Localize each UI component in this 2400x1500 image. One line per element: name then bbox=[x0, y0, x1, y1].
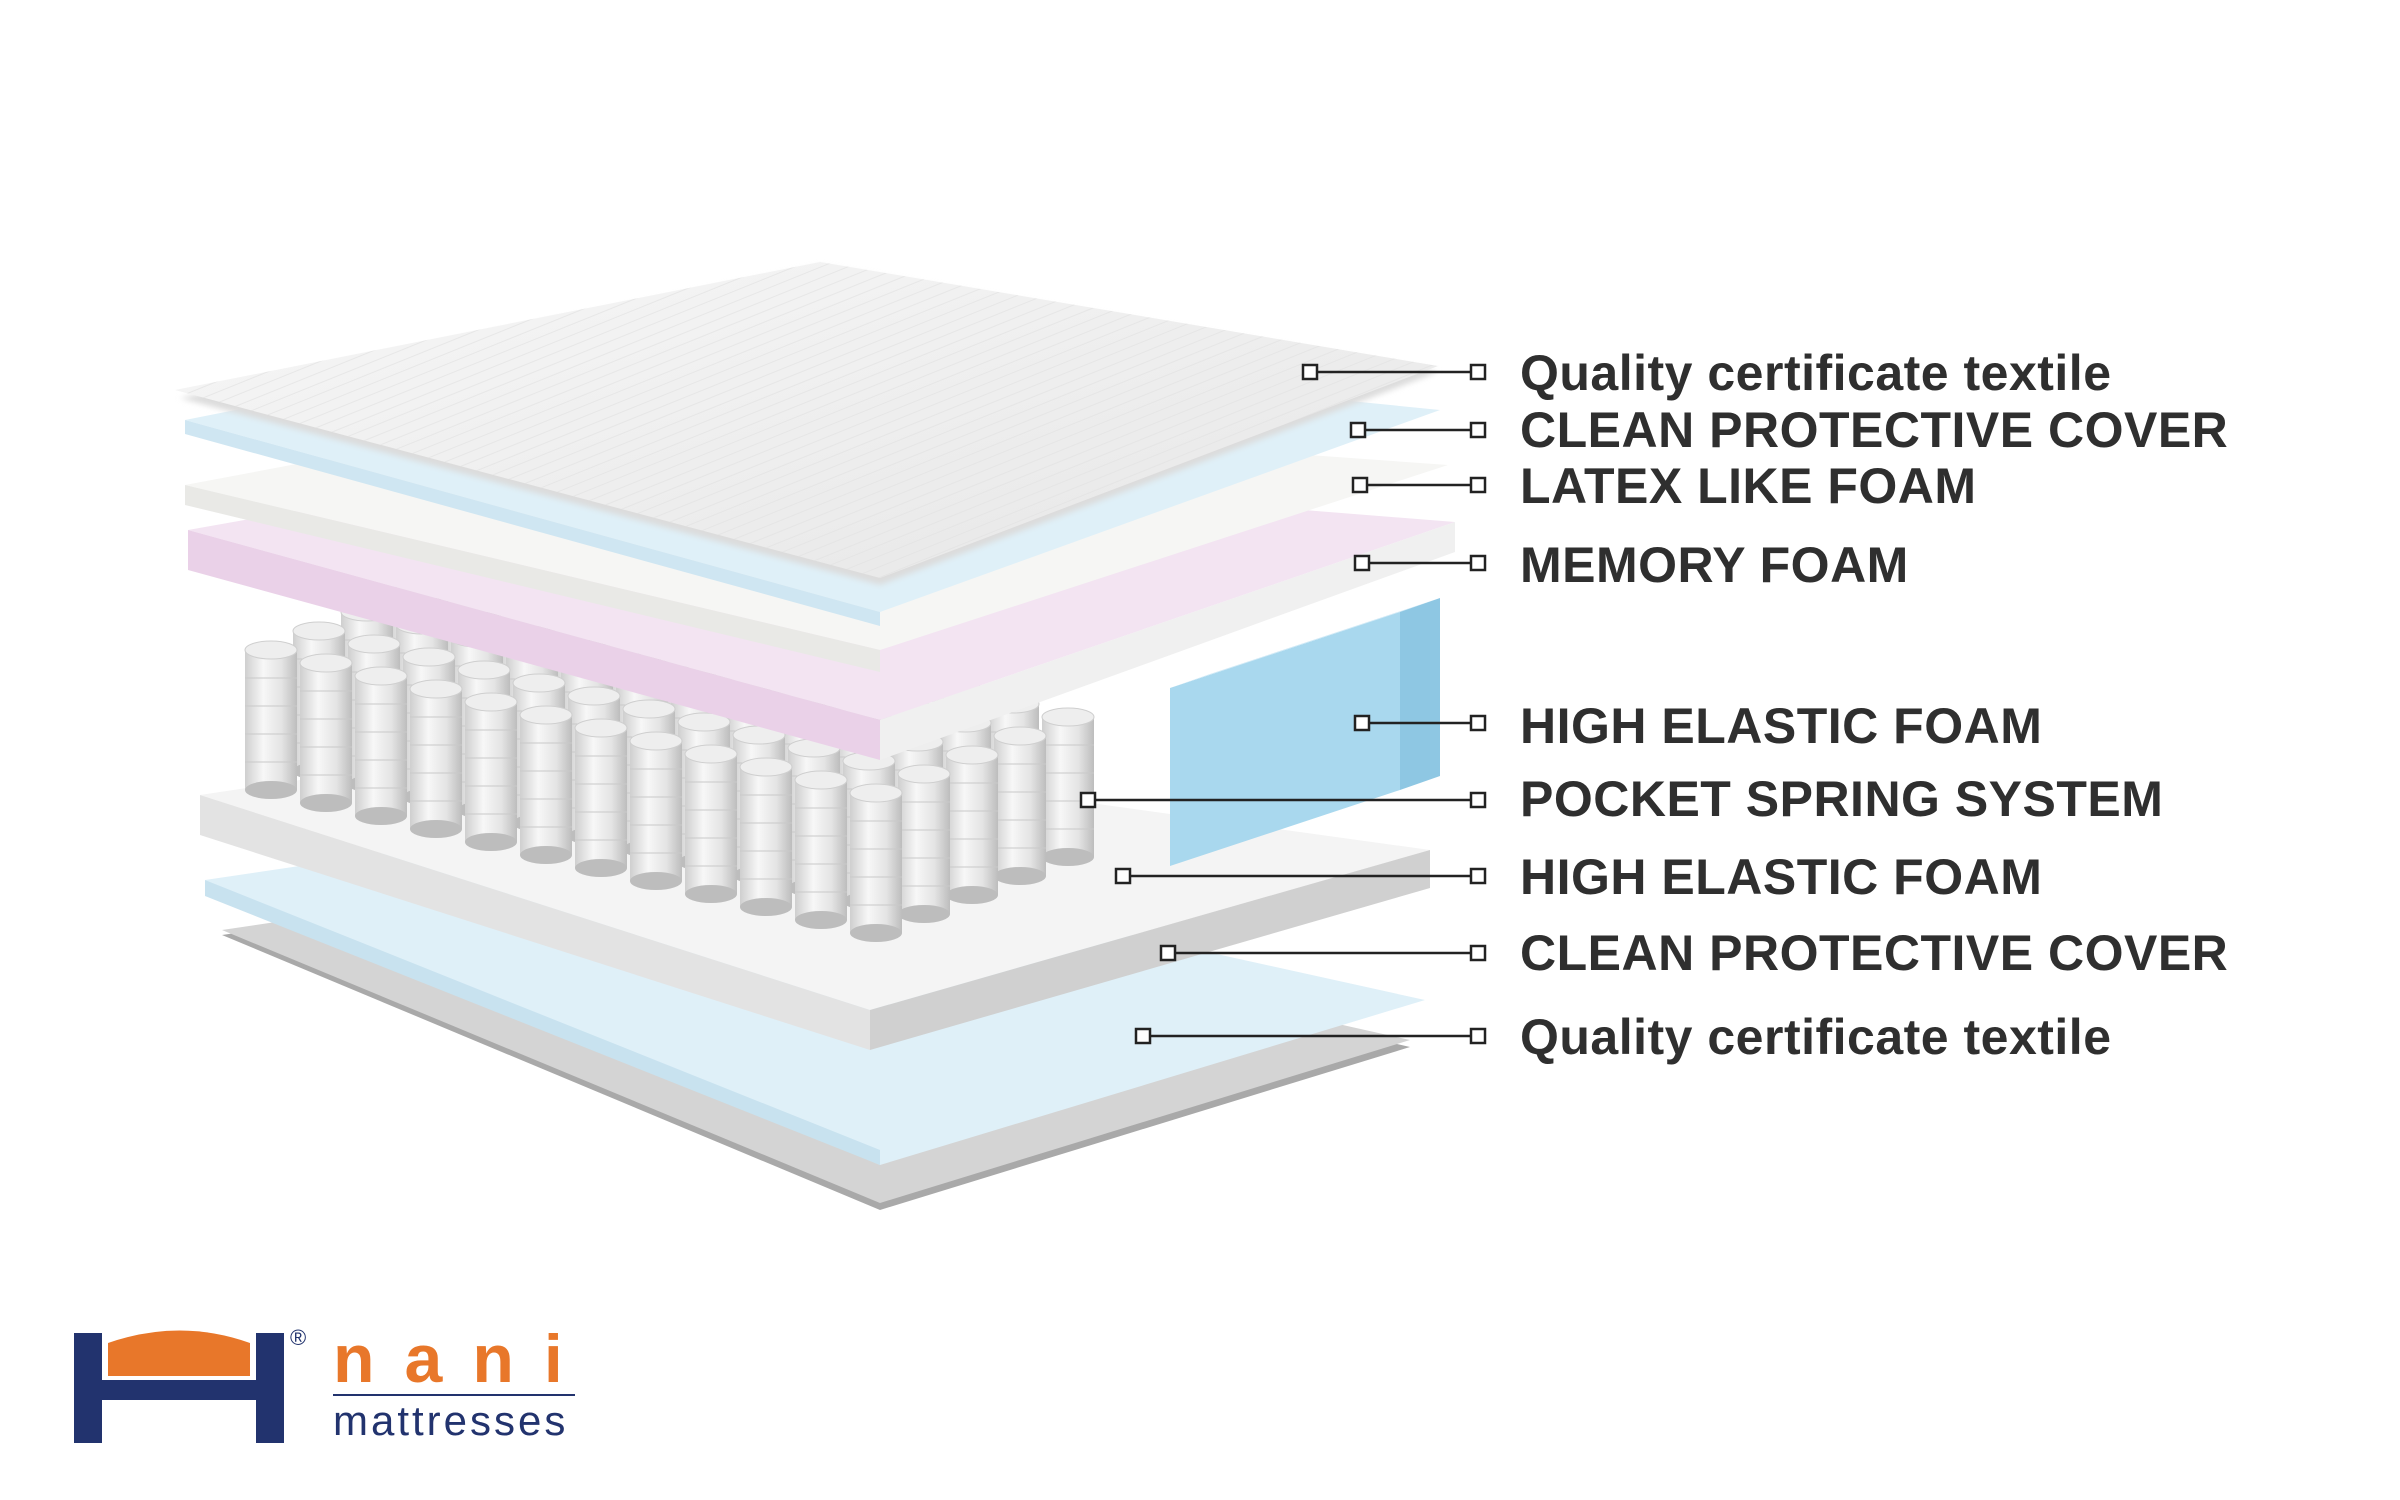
pocket-spring-system bbox=[244, 564, 1095, 942]
label-marker bbox=[1469, 421, 1487, 439]
layer-label: CLEAN PROTECTIVE COVER bbox=[1520, 925, 2228, 981]
layer-label: MEMORY FOAM bbox=[1520, 537, 1909, 593]
anchor-marker bbox=[1159, 944, 1177, 962]
spring-coil bbox=[993, 726, 1047, 885]
spring-coil bbox=[354, 666, 408, 825]
spring-coil bbox=[574, 718, 628, 877]
base-foam-side bbox=[870, 850, 1430, 1050]
label-marker bbox=[1469, 1027, 1487, 1045]
spring-coil bbox=[945, 745, 999, 904]
layer-label: LATEX LIKE FOAM bbox=[1520, 458, 1977, 514]
callout-elastic-side: HIGH ELASTIC FOAM bbox=[1353, 698, 2042, 754]
anchor-marker bbox=[1353, 554, 1371, 572]
anchor-marker bbox=[1301, 363, 1319, 381]
callout-top-cover: CLEAN PROTECTIVE COVER bbox=[1349, 402, 2228, 458]
anchor-marker bbox=[1134, 1027, 1152, 1045]
callout-bottom-textile: Quality certificate textile bbox=[1134, 1009, 2112, 1065]
spring-coil bbox=[244, 640, 298, 799]
callout-latex: LATEX LIKE FOAM bbox=[1351, 458, 1977, 514]
spring-coil bbox=[739, 757, 793, 916]
memory-foam-side bbox=[880, 522, 1455, 760]
anchor-marker bbox=[1349, 421, 1367, 439]
callout-springs: POCKET SPRING SYSTEM bbox=[1079, 771, 2163, 827]
callout-elastic-base: HIGH ELASTIC FOAM bbox=[1114, 849, 2042, 905]
base-foam-front bbox=[200, 795, 870, 1050]
label-marker bbox=[1469, 944, 1487, 962]
spring-coil bbox=[409, 679, 463, 838]
elastic-foam-block-side bbox=[1400, 598, 1440, 790]
layer-label: Quality certificate textile bbox=[1520, 1009, 2112, 1065]
spring-coil bbox=[794, 770, 848, 929]
callout-bottom-cover: CLEAN PROTECTIVE COVER bbox=[1159, 925, 2228, 981]
anchor-marker bbox=[1351, 476, 1369, 494]
logo-h-crossbar bbox=[74, 1380, 284, 1400]
layer-label: HIGH ELASTIC FOAM bbox=[1520, 698, 2042, 754]
label-marker bbox=[1469, 476, 1487, 494]
layer-label: Quality certificate textile bbox=[1520, 345, 2112, 401]
label-marker bbox=[1469, 554, 1487, 572]
callout-top-textile: Quality certificate textile bbox=[1301, 345, 2112, 401]
memory-foam-front bbox=[188, 530, 880, 760]
spring-coil bbox=[299, 653, 353, 812]
elastic-foam-block-top bbox=[1170, 598, 1440, 688]
spring-coil bbox=[464, 692, 518, 851]
anchor-marker bbox=[1079, 791, 1097, 809]
spring-coil bbox=[1041, 707, 1095, 866]
spring-coil bbox=[519, 705, 573, 864]
spring-coil bbox=[629, 731, 683, 890]
label-marker bbox=[1469, 791, 1487, 809]
logo-registered-mark: ® bbox=[290, 1325, 306, 1350]
anchor-marker bbox=[1114, 867, 1132, 885]
label-marker bbox=[1469, 363, 1487, 381]
layer-label: POCKET SPRING SYSTEM bbox=[1520, 771, 2163, 827]
label-marker bbox=[1469, 867, 1487, 885]
spring-coil bbox=[897, 764, 951, 923]
spring-coil bbox=[849, 783, 903, 942]
anchor-marker bbox=[1353, 714, 1371, 732]
logo-brand-name: nani bbox=[333, 1321, 593, 1397]
spring-coil bbox=[684, 744, 738, 903]
callout-memory: MEMORY FOAM bbox=[1353, 537, 1909, 593]
latex-foam-front bbox=[185, 485, 880, 672]
layer-label: HIGH ELASTIC FOAM bbox=[1520, 849, 2042, 905]
logo-pillow-icon bbox=[108, 1330, 250, 1376]
label-marker bbox=[1469, 714, 1487, 732]
layer-label: CLEAN PROTECTIVE COVER bbox=[1520, 402, 2228, 458]
logo-tagline: mattresses bbox=[333, 1397, 568, 1444]
brand-logo: ® nani mattresses bbox=[74, 1321, 593, 1444]
elastic-foam-block-front bbox=[1170, 612, 1400, 866]
